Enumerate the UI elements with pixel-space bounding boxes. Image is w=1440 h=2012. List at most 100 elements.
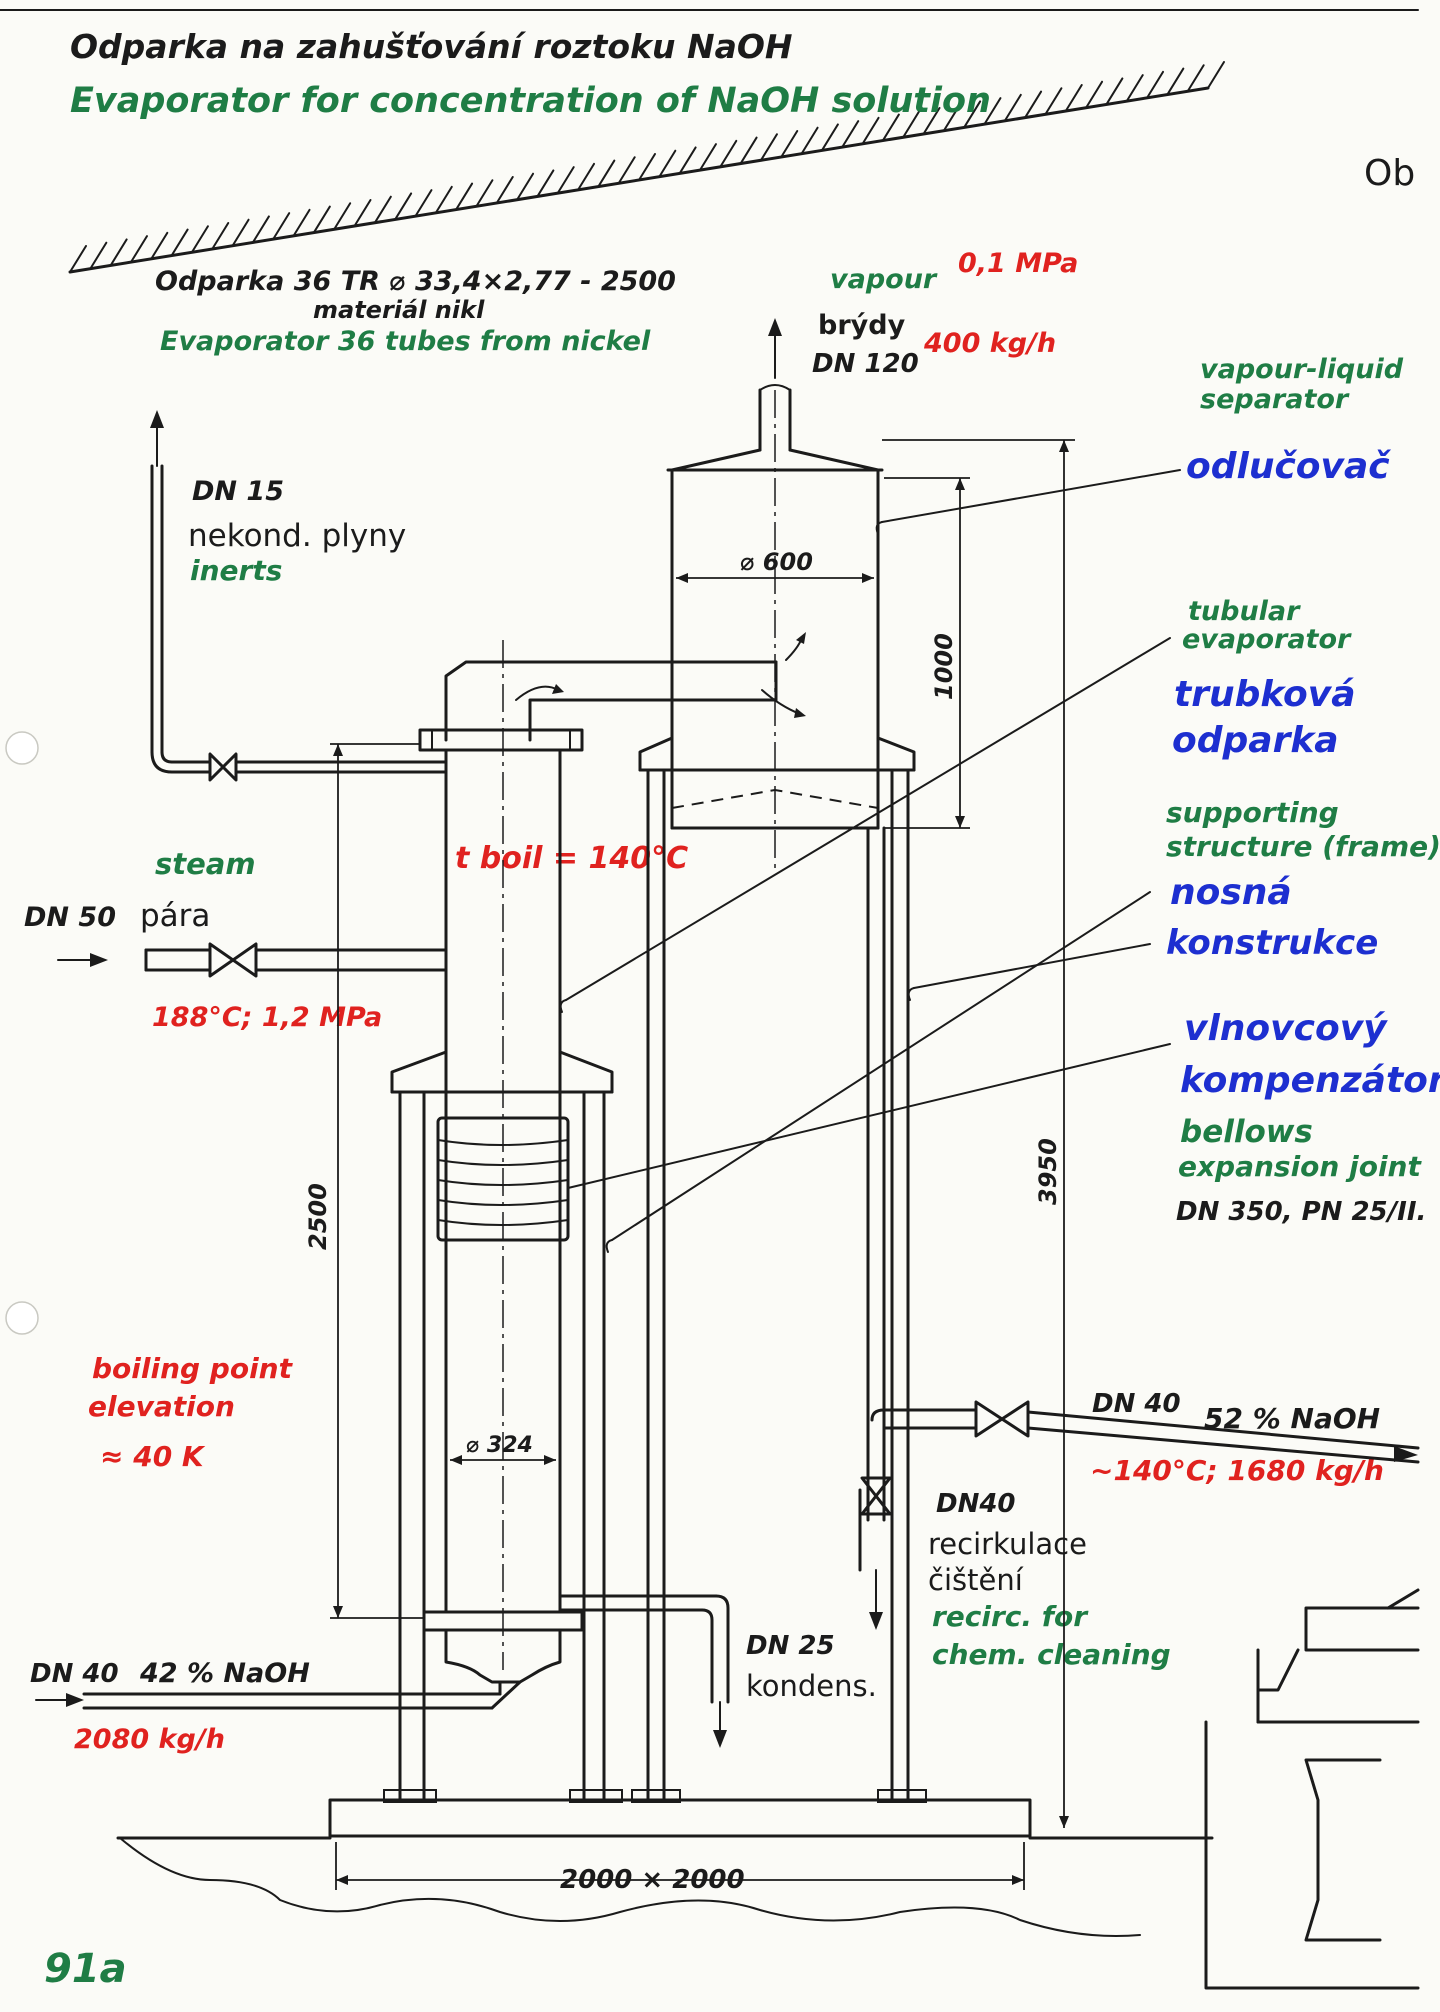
hatch-mark: [150, 231, 169, 260]
hatch-mark: [292, 208, 311, 237]
bellows-label-en-2: expansion joint: [1178, 1150, 1422, 1183]
inerts-label-cz: nekond. plyny: [188, 518, 406, 554]
hatch-mark: [1024, 90, 1043, 119]
hatch-mark: [455, 182, 474, 211]
hatch-mark: [536, 169, 555, 198]
hatch-mark: [698, 143, 717, 172]
tube-diameter-label: ⌀ 324: [466, 1433, 533, 1458]
vapour-pressure: 0,1 MPa: [958, 248, 1078, 279]
vapour-flow: 400 kg/h: [923, 328, 1056, 359]
vapour-label-cz: brýdy: [818, 310, 906, 341]
evaporator-top-flange: [418, 728, 584, 752]
hatch-mark: [312, 205, 331, 234]
callout-leaders: [559, 469, 1181, 1253]
equipment-spec-en: Evaporator 36 tubes from nickel: [160, 326, 651, 357]
hatch-mark: [820, 123, 839, 152]
recirc-line1-en: recirc. for: [932, 1600, 1089, 1633]
feed-label: 42 % NaOH: [139, 1658, 310, 1689]
punch-hole-lower: [5, 1301, 39, 1335]
adjacent-equipment: [1204, 1588, 1420, 1990]
hatch-mark: [1166, 67, 1185, 96]
steam-label-en: steam: [155, 847, 256, 881]
hatch-mark: [211, 222, 230, 250]
hatch-mark: [190, 225, 209, 254]
hatch-mark: [1003, 93, 1022, 122]
punch-hole-upper: [5, 731, 39, 765]
vapour-elbow: [444, 632, 806, 742]
hatch-mark: [617, 156, 636, 185]
bellows-label-cz-2: kompenzátor: [1180, 1060, 1440, 1101]
evaporator-label-en-1: tubular: [1188, 596, 1301, 627]
bellows-spec: DN 350, PN 25/II.: [1176, 1197, 1426, 1227]
hatch-mark: [963, 100, 982, 129]
evaporator-label-cz-1: trubková: [1174, 674, 1356, 715]
total-height-label: 3950: [1034, 1138, 1062, 1205]
foundation: 2000 × 2000: [116, 1798, 1214, 1937]
inerts-vent-line: [150, 410, 448, 782]
bellows-label-cz-1: vlnovcový: [1184, 1008, 1388, 1049]
evaporator-label-en-2: evaporator: [1182, 624, 1352, 655]
hatch-mark: [780, 130, 799, 158]
hatch-mark: [1146, 70, 1165, 99]
recirc-dn: DN40: [936, 1489, 1016, 1519]
product-dn: DN 40: [1092, 1389, 1181, 1419]
hatch-mark: [272, 212, 291, 241]
condensate-dn: DN 25: [746, 1631, 835, 1661]
hatch-mark: [394, 192, 413, 221]
bpe-value: ≈ 40 K: [100, 1440, 206, 1473]
separator-diameter-dimension: ⌀ 600: [676, 548, 874, 583]
separator-diameter-label: ⌀ 600: [740, 548, 813, 576]
hatch-mark: [1186, 64, 1205, 93]
sheet-code: Ob: [1364, 153, 1415, 194]
hatch-mark: [109, 238, 128, 267]
hatch-mark: [638, 153, 656, 181]
steam-inlet-line: [57, 942, 448, 978]
hatch-mark: [353, 199, 372, 227]
bpe-line2: elevation: [88, 1390, 235, 1423]
bellows-expansion-joint: [436, 1116, 570, 1242]
hatch-mark: [333, 202, 352, 231]
hatch-mark: [719, 139, 738, 168]
evaporator-height-label: 2500: [304, 1183, 332, 1250]
evaporator-label-cz-2: odparka: [1172, 720, 1339, 761]
recirc-line1-cz: recirkulace: [928, 1527, 1087, 1561]
hatch-mark: [89, 241, 108, 270]
hatch-mark: [251, 215, 270, 244]
hatch-mark: [942, 103, 961, 132]
separator-height-label: 1000: [930, 633, 958, 700]
hatch-mark: [577, 162, 596, 191]
hatch-mark: [434, 185, 453, 214]
title-en: Evaporator for concentration of NaOH sol…: [70, 81, 991, 121]
support-label-en-1: supporting: [1166, 796, 1339, 829]
vapour-outlet-arrow: [768, 318, 782, 379]
hatch-mark: [414, 189, 433, 218]
hatch-mark: [129, 235, 148, 264]
hatch-mark: [516, 172, 535, 201]
feed-inlet-line: [35, 1680, 522, 1710]
hatch-mark: [495, 176, 514, 204]
steam-label-cz: pára: [140, 898, 210, 934]
hatch-mark: [983, 97, 1002, 126]
hatch-mark: [902, 110, 921, 139]
bpe-line1: boiling point: [92, 1352, 294, 1385]
boiling-temperature: t boil = 140°C: [455, 841, 688, 876]
total-height-dimension: 3950: [882, 439, 1075, 1828]
support-label-cz-2: konstrukce: [1166, 923, 1378, 963]
product-outlet-line: [870, 1400, 1420, 1464]
hatch-mark: [1125, 74, 1144, 103]
hatch-mark: [861, 116, 880, 145]
hatch-mark: [759, 133, 778, 162]
feed-flow: 2080 kg/h: [74, 1724, 225, 1755]
hatch-mark: [597, 159, 616, 188]
inerts-dn: DN 15: [192, 476, 284, 507]
condensate-label-cz: kondens.: [746, 1669, 877, 1703]
product-conditions: ~140°C; 1680 kg/h: [1090, 1454, 1384, 1487]
title-cz: Odparka na zahušťování roztoku NaOH: [70, 27, 793, 66]
recirculation-downcomer: [858, 826, 894, 1630]
vapour-dn: DN 120: [812, 349, 919, 379]
hatch-mark: [475, 179, 494, 208]
hatch-mark: [881, 113, 900, 142]
condensate-outlet-line: [558, 1594, 730, 1748]
supporting-structure: [383, 736, 927, 1803]
